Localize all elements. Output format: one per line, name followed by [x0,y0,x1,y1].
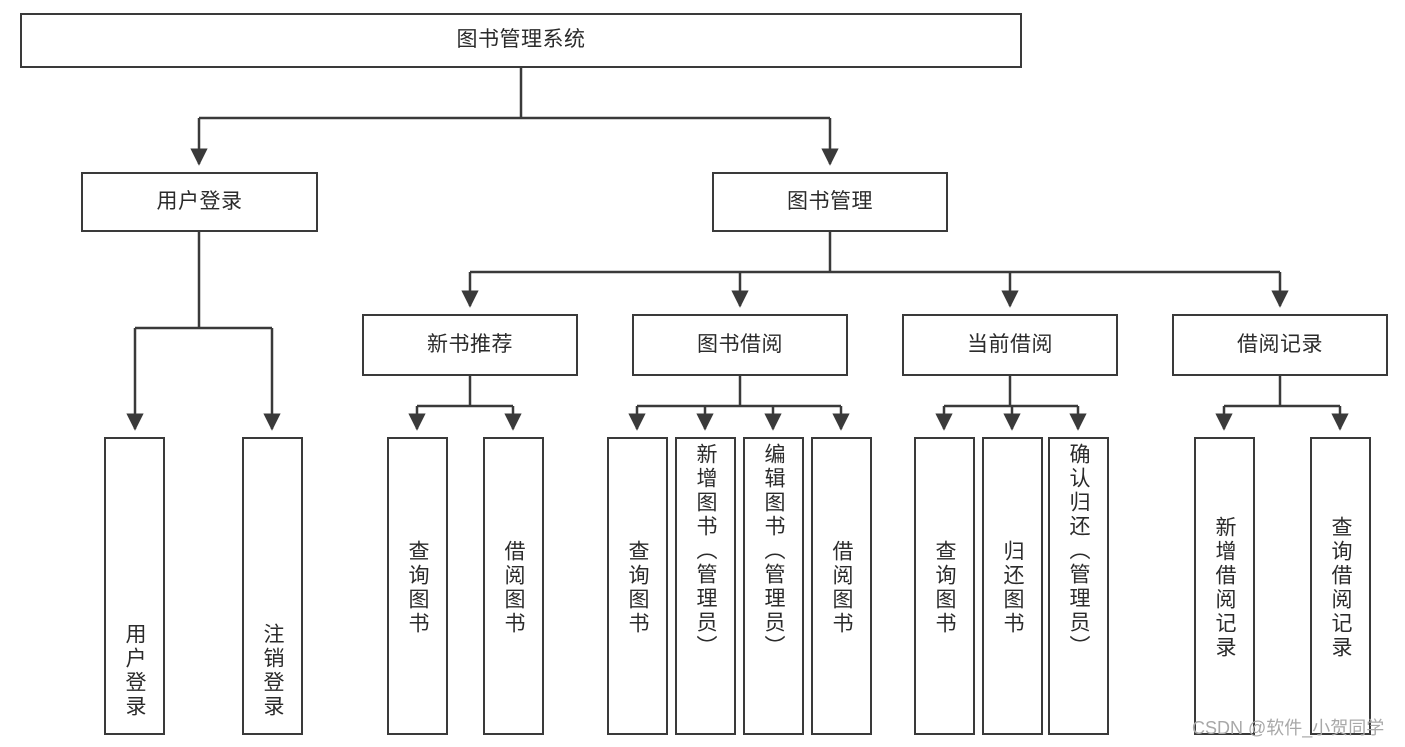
node-new-book-recommend-label: 新书推荐 [427,332,513,356]
node-new-book-recommend[interactable]: 新书推荐 [362,314,578,376]
node-user-login[interactable]: 用户登录 [81,172,318,232]
node-book-borrow[interactable]: 图书借阅 [632,314,848,376]
node-current-borrow-label: 当前借阅 [967,332,1053,356]
node-leaf-borrow-book-1[interactable]: 借阅图书 [483,437,544,735]
node-leaf-query-book-1[interactable]: 查询图书 [387,437,448,735]
node-leaf-query-borrow-record[interactable]: 查询借阅记录 [1310,437,1371,735]
node-leaf-query-book-3[interactable]: 查询图书 [914,437,975,735]
node-leaf-add-borrow-record-label: 新增借阅记录 [1213,516,1236,660]
node-leaf-edit-book-admin-label: 编辑图书（管理员） [762,443,785,659]
node-leaf-borrow-book-2[interactable]: 借阅图书 [811,437,872,735]
node-leaf-borrow-book-1-label: 借阅图书 [502,540,525,636]
node-leaf-return-book-label: 归还图书 [1001,540,1024,636]
node-leaf-confirm-return[interactable]: 确认归还（管理员） [1048,437,1109,735]
node-leaf-edit-book-admin[interactable]: 编辑图书（管理员） [743,437,804,735]
node-leaf-user-login[interactable]: 用户登录 [104,437,165,735]
node-book-management-label: 图书管理 [787,189,873,213]
node-leaf-add-book-admin[interactable]: 新增图书（管理员） [675,437,736,735]
node-leaf-return-book[interactable]: 归还图书 [982,437,1043,735]
node-leaf-query-book-3-label: 查询图书 [933,540,956,636]
node-leaf-user-logout[interactable]: 注销登录 [242,437,303,735]
node-leaf-query-book-2[interactable]: 查询图书 [607,437,668,735]
node-book-borrow-label: 图书借阅 [697,332,783,356]
node-leaf-query-borrow-record-label: 查询借阅记录 [1329,516,1352,660]
node-leaf-user-login-label: 用户登录 [123,623,146,719]
node-leaf-add-book-admin-label: 新增图书（管理员） [694,443,717,659]
node-leaf-add-borrow-record[interactable]: 新增借阅记录 [1194,437,1255,735]
node-leaf-confirm-return-label: 确认归还（管理员） [1067,443,1090,659]
node-borrow-record[interactable]: 借阅记录 [1172,314,1388,376]
node-current-borrow[interactable]: 当前借阅 [902,314,1118,376]
node-book-management[interactable]: 图书管理 [712,172,948,232]
node-leaf-user-logout-label: 注销登录 [261,623,284,719]
csdn-watermark: CSDN @软件_小贺同学 [1192,718,1385,738]
node-user-login-label: 用户登录 [156,189,243,213]
node-root-label: 图书管理系统 [456,28,586,52]
node-borrow-record-label: 借阅记录 [1237,332,1323,356]
node-leaf-query-book-2-label: 查询图书 [626,540,649,636]
node-leaf-borrow-book-2-label: 借阅图书 [830,540,853,636]
node-leaf-query-book-1-label: 查询图书 [406,540,429,636]
node-root[interactable]: 图书管理系统 [20,13,1022,68]
